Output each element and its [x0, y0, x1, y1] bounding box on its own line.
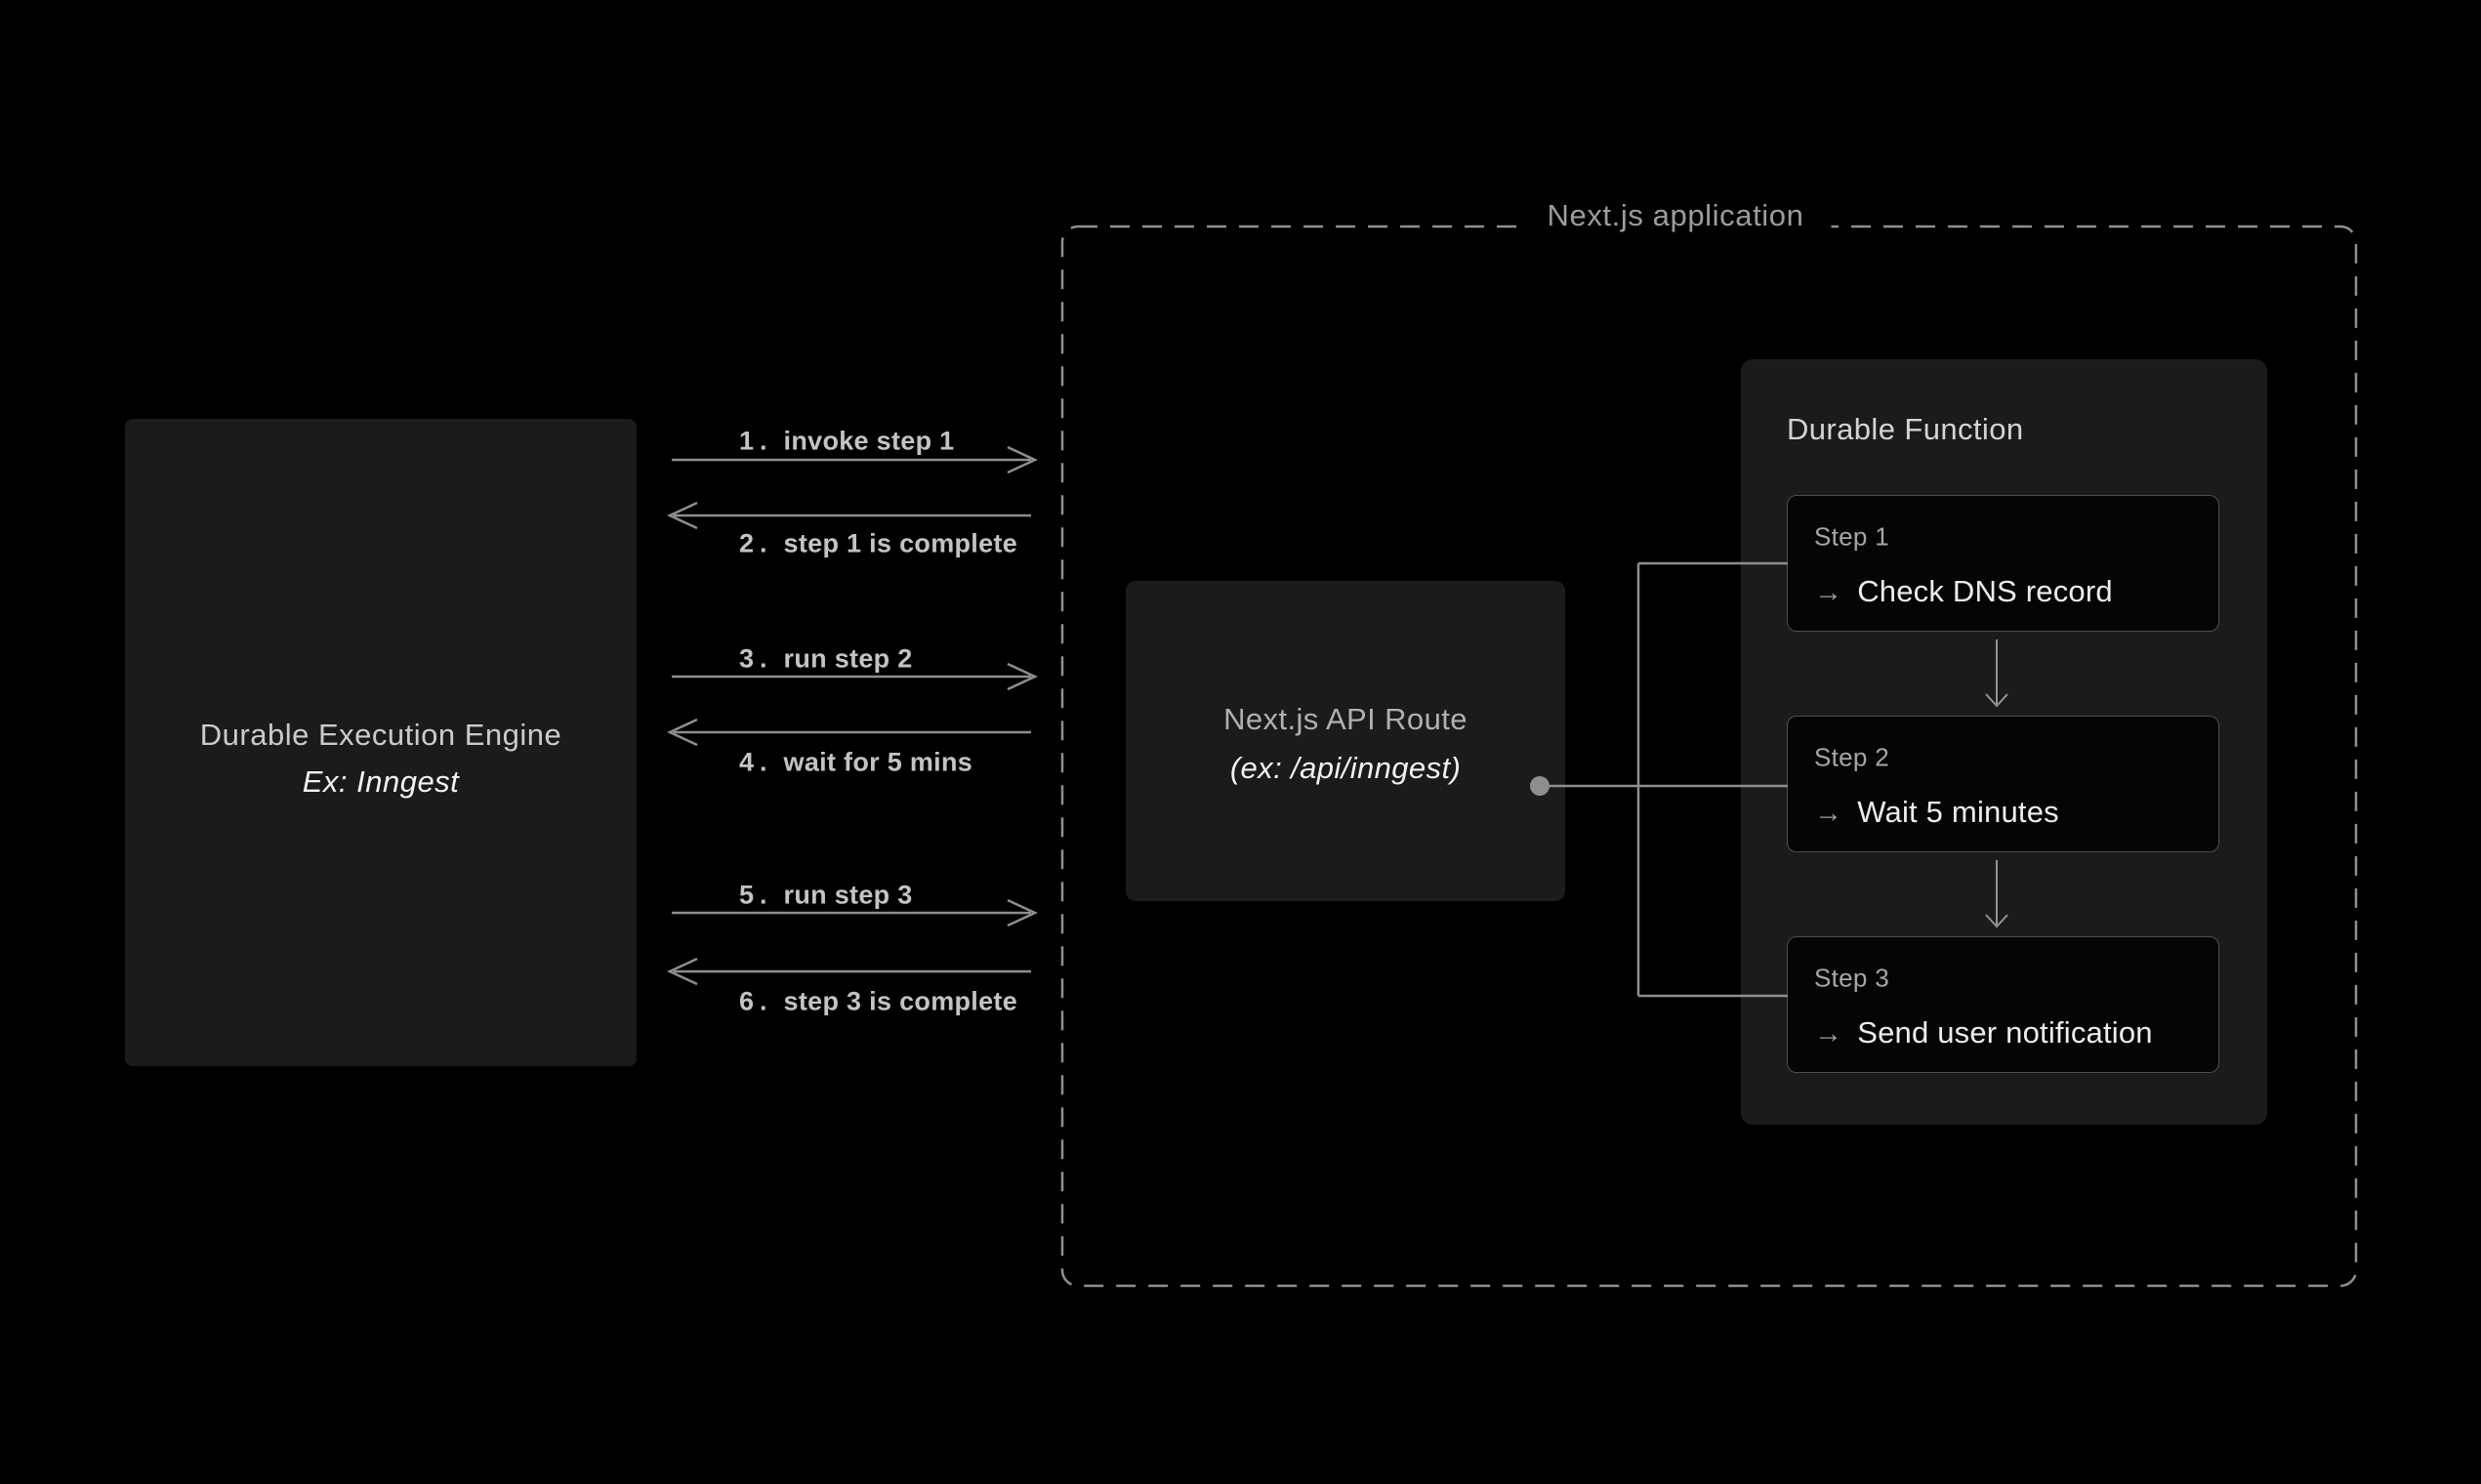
message-2-arrowhead-icon [667, 501, 698, 530]
message-5-number: 5. [739, 880, 773, 910]
message-6-text: step 3 is complete [783, 986, 1018, 1016]
message-1-number: 1. [739, 426, 773, 456]
durable-function-title: Durable Function [1787, 412, 2024, 446]
message-3-number: 3. [739, 643, 773, 674]
step-2-label: Step 2 [1814, 742, 1889, 772]
message-4-label: 4. wait for 5 mins [739, 748, 972, 778]
engine-subtitle: Ex: Inngest [302, 764, 460, 799]
message-4-arrowhead-icon [667, 718, 698, 747]
message-5-label: 5. run step 3 [739, 881, 913, 911]
step-1-card [1787, 495, 2219, 632]
message-4-number: 4. [739, 747, 773, 777]
message-3-label: 3. run step 2 [739, 644, 913, 675]
app-boundary-title: Next.js application [1519, 198, 1832, 233]
api-route-subtitle: (ex: /api/inngest) [1229, 751, 1462, 785]
right-arrow-icon: → [1814, 577, 1843, 608]
api-route-box [1126, 581, 1565, 901]
engine-title: Durable Execution Engine [199, 718, 562, 752]
step-2-to-3-arrowhead-icon [1985, 914, 2008, 928]
message-4-text: wait for 5 mins [783, 747, 973, 777]
message-6-label: 6. step 3 is complete [739, 987, 1017, 1017]
step-2-action: → Wait 5 minutes [1814, 795, 2059, 830]
message-2-label: 2. step 1 is complete [739, 529, 1017, 559]
step-1-to-2-arrowhead-icon [1985, 693, 2008, 708]
right-arrow-icon: → [1814, 798, 1843, 829]
step-2-action-text: Wait 5 minutes [1857, 795, 2059, 829]
message-6-arrowhead-icon [667, 957, 698, 986]
message-5-text: run step 3 [783, 880, 913, 910]
message-2-text: step 1 is complete [783, 528, 1018, 558]
step-3-label: Step 3 [1814, 963, 1889, 993]
step-1-action-text: Check DNS record [1857, 574, 2113, 608]
step-1-action: → Check DNS record [1814, 574, 2113, 609]
durable-execution-engine-box [125, 419, 637, 1066]
message-6-number: 6. [739, 986, 773, 1016]
right-arrow-icon: → [1814, 1018, 1843, 1050]
step-3-action-text: Send user notification [1857, 1015, 2153, 1050]
step-2-card [1787, 716, 2219, 852]
message-1-arrowhead-icon [1007, 445, 1038, 474]
step-3-card [1787, 936, 2219, 1073]
step-3-action: → Send user notification [1814, 1015, 2153, 1051]
app-boundary-dashed-box [1060, 225, 2358, 1288]
step-1-label: Step 1 [1814, 521, 1889, 552]
message-3-arrowhead-icon [1007, 662, 1038, 691]
message-1-label: 1. invoke step 1 [739, 427, 955, 457]
api-route-title: Next.js API Route [1223, 702, 1468, 736]
message-5-arrowhead-icon [1007, 898, 1038, 928]
message-3-text: run step 2 [783, 643, 913, 674]
message-1-text: invoke step 1 [783, 426, 955, 456]
message-2-number: 2. [739, 528, 773, 558]
